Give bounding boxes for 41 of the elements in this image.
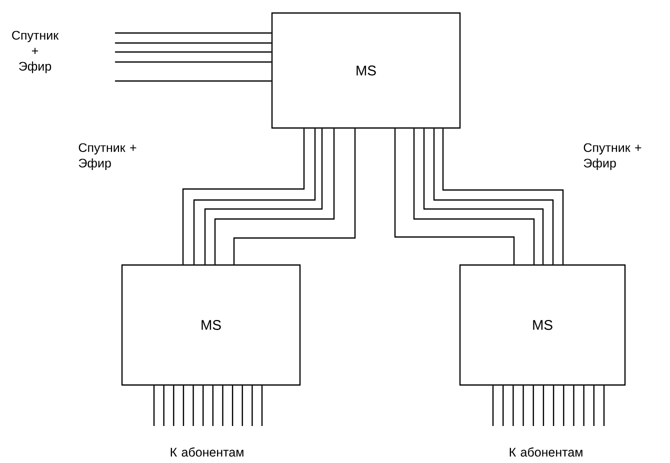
signal-line <box>232 386 234 426</box>
signal-line <box>242 386 243 426</box>
signal-line <box>394 128 515 264</box>
signal-line <box>153 386 155 426</box>
signal-line <box>115 32 272 34</box>
signal-line <box>182 128 305 264</box>
signal-label: К абонентам <box>510 447 582 457</box>
ms-box: MS <box>459 264 626 386</box>
signal-line <box>182 386 184 426</box>
signal-line <box>115 61 272 63</box>
signal-line <box>573 386 574 426</box>
signal-line <box>593 386 594 426</box>
signal-line <box>603 386 605 426</box>
signal-line <box>115 80 272 82</box>
signal-line <box>563 386 564 426</box>
signal-label: К абонентам <box>170 447 244 457</box>
signal-line <box>492 386 494 426</box>
signal-line <box>522 386 524 426</box>
signal-line <box>173 386 174 426</box>
ms-box: MS <box>121 264 301 386</box>
signal-line <box>214 128 335 264</box>
signal-label: Спутник + Эфир <box>78 143 136 170</box>
signal-line <box>233 128 356 264</box>
signal-label: Спутник + Эфир <box>584 143 642 170</box>
signal-line <box>202 386 204 426</box>
signal-line <box>542 386 544 426</box>
ms-box: MS <box>271 12 461 129</box>
signal-line <box>212 386 214 426</box>
signal-label: Спутник + Эфир <box>12 30 59 74</box>
signal-line <box>532 386 534 426</box>
signal-line <box>115 51 272 53</box>
signal-line <box>252 386 253 426</box>
signal-line <box>502 386 504 426</box>
signal-line <box>261 386 263 426</box>
signal-line <box>222 386 224 426</box>
signal-line <box>552 386 554 426</box>
signal-line <box>115 42 272 44</box>
signal-line <box>583 386 584 426</box>
signal-line <box>512 386 514 426</box>
signal-line <box>163 386 164 426</box>
signal-line <box>192 386 194 426</box>
